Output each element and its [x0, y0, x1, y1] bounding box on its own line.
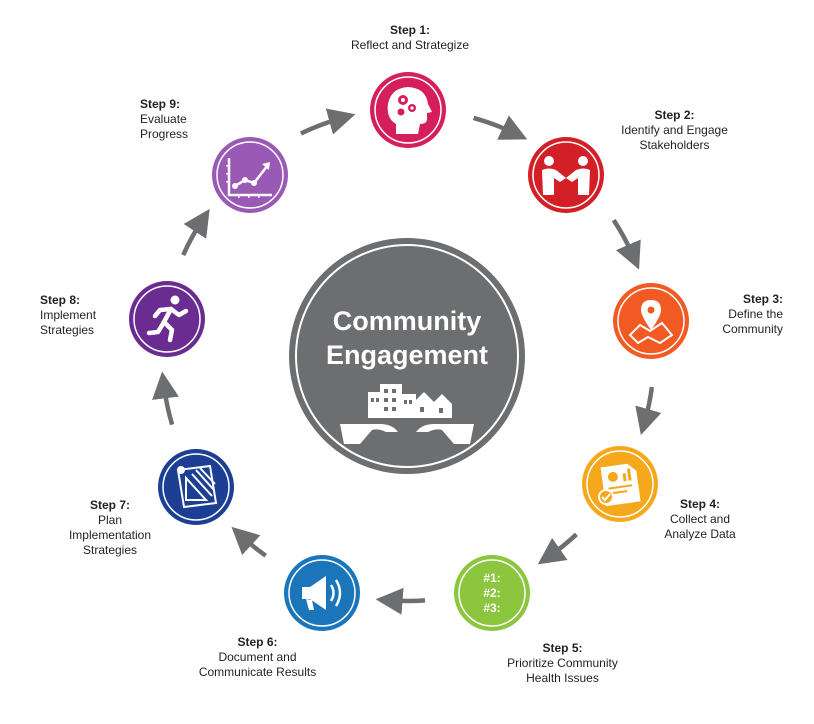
step-5-node: #1: #2: #3: — [454, 555, 530, 631]
priority-1-text: #1: — [483, 571, 500, 585]
step-7-text-1: Plan — [97, 513, 123, 527]
step-7-label: Step 7: Plan Implementation Strategies — [55, 498, 165, 558]
step-8-label: Step 8: Implement Strategies — [40, 293, 130, 338]
handshake-icon — [542, 156, 590, 195]
center-outer-circle — [289, 238, 525, 474]
priority-2-text: #2: — [483, 586, 500, 600]
step-5-title: Step 5: — [542, 641, 583, 655]
step-2-text-2: Stakeholders — [639, 138, 710, 152]
community-hands-icon — [340, 384, 474, 444]
cycle-arrow-6 — [231, 526, 268, 558]
step-5-label: Step 5: Prioritize Community Health Issu… — [490, 641, 635, 686]
step-7-title: Step 7: — [89, 498, 130, 512]
center-inner-ring — [295, 244, 519, 468]
step-2-label: Step 2: Identify and Engage Stakeholders — [602, 108, 747, 153]
step-4-label: Step 4: Collect and Analyze Data — [650, 497, 750, 542]
cycle-arrow-1 — [472, 115, 528, 140]
step-1-text-1: Reflect and Strategize — [350, 38, 470, 52]
step-4-title: Step 4: — [679, 497, 720, 511]
megaphone-icon — [302, 576, 342, 610]
step-6-node — [284, 555, 360, 631]
step-7-node — [158, 449, 234, 525]
step-8-title: Step 8: — [40, 293, 81, 307]
cycle-arrow-9 — [299, 108, 356, 136]
step-9-circle — [212, 137, 288, 213]
step-3-title: Step 3: — [742, 292, 783, 306]
step-8-text-1: Implement — [40, 308, 97, 322]
cycle-arrow-2 — [611, 218, 641, 270]
step-5-circle — [454, 555, 530, 631]
step-7-circle — [158, 449, 234, 525]
step-4-text-1: Collect and — [669, 512, 731, 526]
step-2-node — [528, 137, 604, 213]
step-7-text-3: Strategies — [82, 543, 138, 557]
blueprint-icon — [176, 464, 218, 509]
step-2-circle — [528, 137, 604, 213]
step-3-text-1: Define the — [728, 307, 783, 321]
running-person-icon — [146, 295, 189, 343]
step-nodes: #1: #2: #3: — [129, 72, 689, 631]
head-gears-icon — [387, 87, 432, 134]
cycle-arrow-4 — [537, 532, 578, 565]
cycle-arrow-7 — [152, 371, 179, 426]
cycle-arrows — [152, 108, 662, 615]
cycle-arrow-8 — [181, 208, 210, 257]
step-3-node — [613, 283, 689, 359]
step-1-title: Step 1: — [389, 23, 430, 37]
line-chart-icon — [226, 158, 272, 198]
step-5-text-1: Prioritize Community — [507, 656, 618, 670]
step-3-text-2: Community — [722, 322, 783, 336]
step-9-label: Step 9: Evaluate Progress — [140, 97, 230, 142]
step-4-text-2: Analyze Data — [664, 527, 736, 541]
step-8-node — [129, 281, 205, 357]
center-title-line1: Community — [333, 306, 482, 336]
step-4-node — [582, 446, 658, 522]
step-6-label: Step 6: Document and Communicate Results — [185, 635, 330, 680]
cycle-arrow-5 — [375, 587, 426, 615]
step-7-text-2: Implementation — [68, 528, 152, 542]
step-9-text-2: Progress — [140, 127, 189, 141]
priority-list-icon: #1: #2: #3: — [483, 571, 500, 615]
step-6-text-2: Communicate Results — [198, 665, 317, 679]
step-9-title: Step 9: — [140, 97, 181, 111]
step-6-title: Step 6: — [237, 635, 278, 649]
step-1-label: Step 1: Reflect and Strategize — [330, 23, 490, 53]
center-title-line2: Engagement — [326, 340, 488, 370]
step-8-text-2: Strategies — [40, 323, 95, 337]
step-3-label: Step 3: Define the Community — [693, 292, 783, 337]
step-2-title: Step 2: — [654, 108, 695, 122]
step-1-node — [370, 72, 446, 148]
step-6-text-1: Document and — [218, 650, 297, 664]
center-hub: Community Engagement — [289, 238, 525, 474]
priority-3-text: #3: — [483, 601, 500, 615]
step-5-text-2: Health Issues — [526, 671, 599, 685]
map-pin-icon — [628, 300, 674, 345]
step-2-text-1: Identify and Engage — [621, 123, 728, 137]
step-9-text-1: Evaluate — [140, 112, 187, 126]
step-9-node — [212, 137, 288, 213]
data-report-icon — [598, 463, 641, 507]
cycle-arrow-3 — [635, 386, 662, 436]
